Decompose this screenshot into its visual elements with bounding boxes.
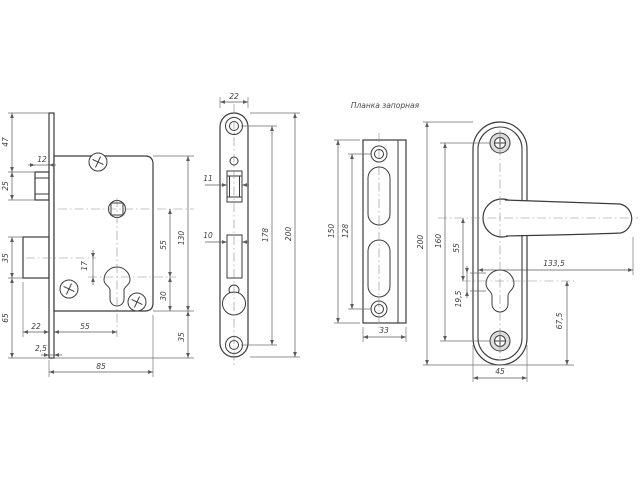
dim-label: 85 (96, 362, 106, 371)
deadbolt (22, 236, 50, 279)
centerlines (26, 198, 194, 337)
dim-label: 55 (452, 243, 461, 253)
screw-icon (127, 292, 147, 312)
dim-label: 2,5 (35, 344, 47, 353)
dim-label: 130 (177, 231, 186, 246)
lock-body-side-view: 47 12 25 35 65 17 22 55 2,5 85 55 30 130… (1, 112, 194, 377)
deadbolt-cutout (226, 234, 243, 279)
dim-label: 65 (1, 313, 10, 323)
screw-icon (59, 279, 79, 299)
dim-label: 67,5 (555, 312, 564, 329)
dim-label: 178 (261, 228, 270, 243)
lock-case (53, 155, 154, 312)
dim-label: 33 (379, 326, 389, 335)
dim-label: 12 (37, 155, 47, 164)
dim-label: 22 (229, 92, 239, 101)
dim-label: 150 (327, 224, 336, 239)
dim-label: 47 (1, 137, 10, 147)
dim-label: 35 (177, 332, 186, 342)
dim-label: 30 (159, 291, 168, 301)
dim-label: 11 (203, 174, 213, 183)
handle-view: 200 160 55 19,5 133,5 67,5 45 (416, 121, 638, 382)
dim-label: 200 (416, 235, 425, 250)
screw-icon (88, 152, 108, 172)
latch-bolt (34, 171, 50, 201)
dim-label: 55 (159, 240, 168, 250)
escutcheon-inner (477, 126, 523, 361)
strike-plate-view: Планка запорная 150 128 33 (327, 101, 420, 342)
dim-label: 19,5 (454, 290, 463, 307)
dim-label: 55 (80, 322, 90, 331)
dim-label: 200 (284, 227, 293, 242)
strike-plate-title: Планка запорная (351, 101, 420, 110)
dim-label: 133,5 (543, 259, 565, 268)
faceplate-edge (48, 112, 55, 359)
dim-label: 25 (1, 181, 10, 191)
dim-label: 22 (31, 322, 41, 331)
dim-label: 160 (434, 234, 443, 249)
dim-label: 10 (203, 231, 213, 240)
dim-label: 35 (1, 253, 10, 263)
dim-label: 128 (341, 224, 350, 239)
dim-label: 45 (495, 367, 505, 376)
dim-label: 17 (80, 261, 89, 271)
centerlines (438, 130, 638, 358)
faceplate-front-view: 22 11 10 178 200 (203, 92, 300, 366)
